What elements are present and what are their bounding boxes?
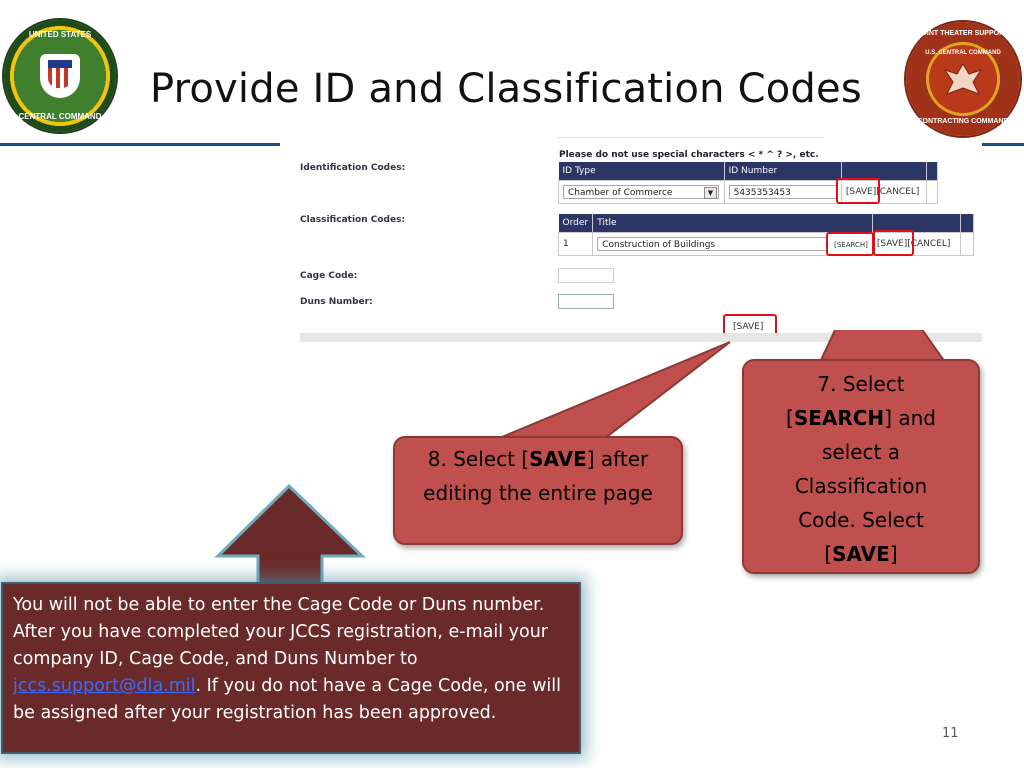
classification-title-input[interactable]: Construction of Buildings	[597, 237, 828, 251]
seal-right-text-top: JOINT THEATER SUPPORT	[917, 30, 1009, 37]
info-box: You will not be able to enter the Cage C…	[1, 582, 581, 754]
id-actions-header	[841, 162, 928, 181]
id-save-button[interactable]: [SAVE]	[845, 187, 877, 197]
seal-right-text-bottom: CONTRACTING COMMAND	[917, 118, 1009, 125]
slide-title: Provide ID and Classification Codes	[150, 66, 862, 112]
class-extra-header	[960, 214, 974, 233]
support-email-link[interactable]: jccs.support@dla.mil	[13, 676, 196, 696]
save-callout-pointer	[489, 341, 731, 443]
search-button[interactable]: [SEARCH]	[834, 240, 868, 249]
seal-right-text-mid: U.S. CENTRAL COMMAND	[925, 50, 1001, 56]
cage-code-label: Cage Code:	[300, 271, 358, 281]
search-callout-bold2: SAVE	[832, 542, 890, 566]
special-characters-note: Please do not use special characters < *…	[559, 150, 819, 160]
contracting-command-seal: JOINT THEATER SUPPORT U.S. CENTRAL COMMA…	[906, 22, 1020, 136]
id-cancel-button[interactable]: [CANCEL]	[876, 187, 920, 197]
search-callout-part1: 7. Select [	[786, 372, 905, 430]
save-callout-bold: SAVE	[529, 447, 587, 471]
search-callout-part2: ] and select a Classification Code. Sele…	[794, 406, 936, 566]
id-type-header: ID Type	[558, 162, 725, 181]
classification-codes-table: Order Title 1 Construction of Buildings …	[557, 214, 974, 256]
id-save-highlight	[836, 178, 880, 204]
search-callout: 7. Select [SEARCH] and select a Classifi…	[742, 359, 980, 574]
eagle-shield-icon	[40, 54, 80, 98]
id-type-value: Chamber of Commerce	[568, 188, 673, 198]
search-callout-text: 7. Select [SEARCH] and select a Classifi…	[772, 367, 950, 571]
identification-codes-label: Identification Codes:	[300, 163, 406, 173]
classification-title-value: Construction of Buildings	[602, 240, 716, 250]
seal-left-text-bottom: CENTRAL COMMAND	[18, 112, 102, 121]
search-callout-pointer	[818, 330, 947, 363]
search-callout-part3: ]	[889, 542, 898, 566]
cage-code-input[interactable]	[558, 268, 614, 283]
up-arrow-icon	[214, 484, 366, 590]
classification-codes-label: Classification Codes:	[300, 215, 406, 225]
order-header: Order	[558, 214, 594, 233]
save-callout-part2: ] after editing the entire page	[423, 447, 653, 505]
save-callout: 8. Select [SAVE] after editing the entir…	[393, 436, 683, 545]
title-rule-right	[982, 143, 1024, 146]
class-save-highlight	[873, 230, 914, 256]
id-number-value: 5435353453	[733, 188, 791, 198]
duns-number-label: Duns Number:	[300, 297, 373, 307]
title-header: Title	[592, 214, 873, 233]
id-type-select[interactable]: Chamber of Commerce ▼	[563, 185, 719, 199]
callout-pointers	[489, 330, 947, 443]
duns-number-input[interactable]	[558, 294, 614, 309]
order-value: 1	[557, 232, 594, 256]
form-top-divider	[558, 137, 824, 138]
page-number: 11	[942, 726, 959, 741]
id-codes-table: ID Type ID Number Chamber of Commerce ▼ …	[558, 162, 938, 204]
title-rule-left	[0, 143, 280, 146]
save-callout-part1: 8. Select [	[427, 447, 530, 471]
chevron-down-icon[interactable]: ▼	[704, 187, 717, 199]
class-actions-header	[872, 214, 962, 233]
us-central-command-seal: UNITED STATES CENTRAL COMMAND	[4, 20, 116, 132]
info-text-after-link: . If you do not have a Cage Code, one wi…	[13, 676, 561, 723]
info-text-before-link: You will not be able to enter the Cage C…	[13, 595, 548, 669]
search-callout-bold1: SEARCH	[793, 406, 885, 430]
form-footer-bar	[300, 333, 982, 342]
class-save-button[interactable]: [SAVE]	[876, 239, 908, 249]
class-cancel-button[interactable]: [CANCEL]	[907, 239, 951, 249]
page-save-button[interactable]: [SAVE]	[733, 322, 764, 332]
save-callout-text: 8. Select [SAVE] after editing the entir…	[395, 442, 681, 510]
search-highlight	[826, 232, 874, 256]
id-number-input[interactable]: 5435353453	[728, 185, 837, 199]
id-number-header: ID Number	[724, 162, 842, 181]
phoenix-icon	[941, 60, 985, 98]
id-extra-header	[926, 162, 938, 181]
seal-left-text-top: UNITED STATES	[28, 30, 92, 39]
